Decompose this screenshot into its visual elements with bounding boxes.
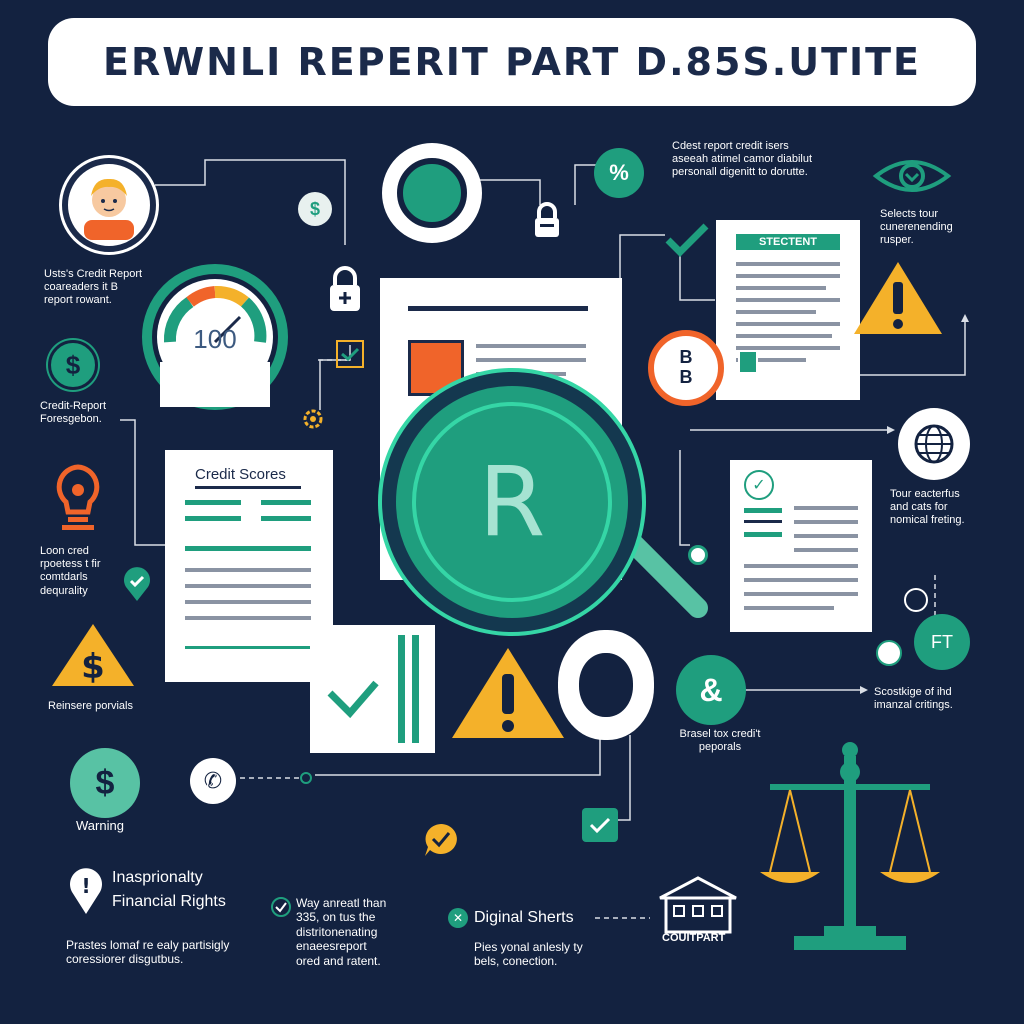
location-alert-icon: ! [70, 868, 102, 914]
right-doc-check: ✓ [744, 470, 774, 500]
lightbulb-icon [56, 464, 100, 530]
chat-check-icon [425, 824, 457, 856]
percent-icon: % [594, 148, 644, 198]
checkmark-icon [271, 897, 291, 917]
label-prastes: Prastes lomaf re ealy partisigly coressi… [66, 938, 230, 967]
label-scostkige: Scostkige of ihd imanzal critings. [874, 686, 953, 712]
lock-icon [330, 266, 360, 311]
shield-small-icon [876, 640, 902, 666]
ft-badge: FT [914, 614, 970, 670]
scales-of-justice-icon [760, 742, 940, 950]
center-letter: R [478, 446, 546, 558]
gear-icon [303, 409, 323, 429]
small-doc-icon [738, 350, 758, 374]
checkbox-document [310, 625, 435, 753]
label-diginal: Diginal Sherts [474, 909, 574, 926]
check-box-small [336, 340, 364, 368]
check-badge [582, 808, 618, 842]
phone-icon: ✆ [190, 758, 236, 804]
center-r-badge: R [382, 372, 642, 632]
speedometer-gauge: 100 [140, 262, 290, 412]
label-way: Way anreatl than 335, on tus the distrit… [296, 896, 387, 968]
label-brasel: Brasel tox credi't peporals [679, 728, 761, 754]
gauge-value: 100 [193, 324, 237, 354]
label-selects: Selects tour cunerenending rusper. [880, 208, 953, 247]
eye-icon [872, 160, 952, 192]
lock-icon-2 [535, 202, 559, 237]
checkmark-icon-badge [589, 817, 611, 834]
svg-text:$: $ [81, 647, 105, 687]
label-warning: Warning [76, 818, 124, 833]
ampersand-icon: & [676, 655, 746, 725]
page-title: ERWNLI REPERIT PART D.85S.UTITE [102, 40, 922, 84]
check-pin-icon [124, 567, 150, 601]
label-insp-line2: Financial Rights [112, 893, 226, 910]
dollar-coin-icon: $ [298, 192, 332, 226]
magnifying-glass-icon [620, 530, 708, 618]
svg-text:!: ! [81, 874, 90, 898]
title-banner: ERWNLI REPERIT PART D.85S.UTITE [48, 18, 976, 106]
dollar-cycle-icon: $ [48, 340, 98, 390]
bb-letters: B B [679, 347, 693, 387]
teal-ring-icon [382, 143, 482, 243]
checkmark-icon-doc [327, 635, 419, 743]
bb-badge: B B [648, 330, 724, 406]
courthouse-icon [659, 876, 737, 934]
checkmark-icon-large [665, 223, 709, 257]
globe-chat-icon [898, 408, 970, 480]
warning-icon: $ [52, 624, 134, 687]
label-top-right: Cdest report credit isers aseeah atimel … [672, 140, 813, 179]
checkmark-icon-small [341, 347, 360, 362]
target-icon [688, 545, 708, 565]
label-reinsere: Reinsere porvials [48, 700, 133, 712]
ring-icon [558, 630, 654, 740]
person-avatar-icon [84, 178, 134, 240]
label-users-report: Usts's Credit Report coareaders it B rep… [44, 268, 143, 307]
warning-icon-right [854, 262, 942, 334]
label-courtpart: COUITPART [662, 932, 726, 944]
dollar-warning-coin: $ [70, 748, 140, 818]
label-your: Tour eacterfus and cats for nomical fret… [890, 488, 965, 527]
label-pies: Pies yonal anlesly ty bels, conection. [474, 940, 583, 969]
credit-scores-document: Credit Scores [165, 450, 333, 682]
warning-icon-center [452, 648, 564, 738]
globe-icon [914, 424, 954, 464]
ft-text: FT [931, 631, 953, 652]
credit-scores-title: Credit Scores [195, 466, 286, 483]
doc-orange-block [408, 340, 464, 396]
label-insp-line1: Inasprionalty [112, 869, 203, 886]
speedometer-gauge-icon [142, 264, 288, 410]
right-document: ✓ [730, 460, 872, 632]
avatar [62, 158, 156, 252]
connector-dot [300, 772, 312, 784]
label-loan-cred: Loon cred rpoetess t fir comtdarls dequr… [40, 545, 101, 597]
statement-title: STECTENT [736, 234, 840, 250]
label-credit-report-foresgebon: Credit-Report Foresgebon. [40, 400, 107, 426]
diginal-x-icon: ✕ [448, 908, 468, 928]
lock-small-icon [904, 588, 928, 612]
